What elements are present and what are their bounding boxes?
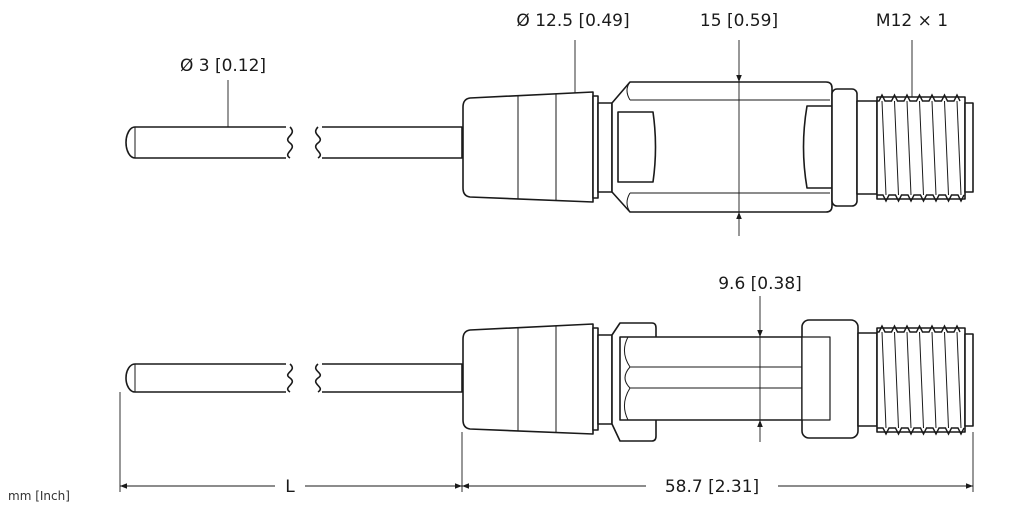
thread-crest [877, 93, 961, 102]
thread-ridge [956, 100, 962, 196]
thread-ridge [894, 331, 899, 429]
thread-ridge [894, 100, 899, 196]
boot-diameter-label: Ø 12.5 [0.49] [516, 11, 629, 31]
thread-crest [877, 194, 965, 203]
thread-ridge [881, 331, 887, 429]
thread-ridge [944, 100, 949, 196]
flat-width-label: 9.6 [0.38] [718, 274, 802, 294]
cable [125, 124, 463, 161]
thread [876, 324, 974, 436]
thread-ridge [956, 331, 962, 429]
cable-length-label: L [285, 477, 295, 497]
thread-ridge [906, 100, 912, 196]
nut-width-label: 15 [0.59] [700, 11, 778, 31]
thread-ridge [944, 331, 949, 429]
cable-diameter-label: Ø 3 [0.12] [180, 56, 266, 76]
connector-length-label: 58.7 [2.31] [665, 477, 759, 497]
units-label: mm [Inch] [8, 489, 70, 503]
thread-ridge [881, 100, 887, 196]
thread [876, 93, 974, 203]
thread-crest [877, 427, 965, 436]
thread-ridge [931, 100, 937, 196]
cable [125, 361, 463, 395]
coupling-nut [611, 319, 878, 442]
thread-ridge [919, 100, 924, 196]
boot [462, 323, 613, 435]
thread-ridge [906, 331, 912, 429]
thread-ridge [919, 331, 924, 429]
coupling-nut [611, 81, 878, 213]
thread-label: M12 × 1 [876, 11, 948, 31]
bottom-view: 9.6 [0.38] L 58.7 [2.31] [119, 274, 974, 497]
top-view: Ø 3 [0.12] Ø 12.5 [0.49] 15 [0.59] M12 ×… [125, 11, 974, 236]
boot [462, 91, 613, 203]
thread-crest [877, 324, 961, 333]
thread-ridge [931, 331, 937, 429]
